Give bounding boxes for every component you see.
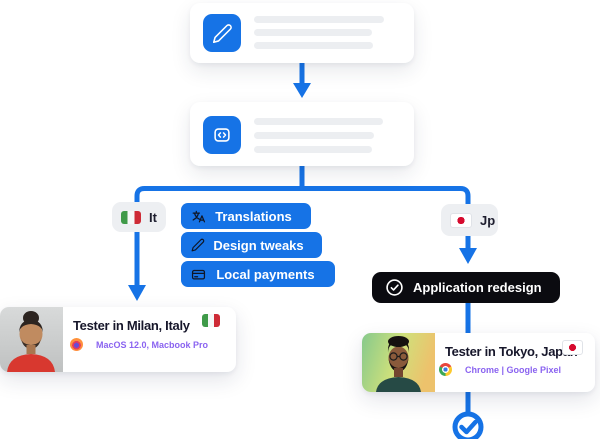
task-pill-label: Local payments: [216, 266, 315, 282]
country-badge-label: It: [149, 209, 157, 225]
tester-avatar-milan: [0, 307, 63, 372]
tester-card-body: Tester in Tokyo, Japan Chrome | Google P…: [435, 333, 595, 392]
placeholder-line: [254, 146, 372, 153]
success-check-mark: [459, 419, 478, 435]
tester-device-row: Chrome | Google Pixel: [439, 363, 561, 376]
arrowheads: [128, 83, 477, 301]
task-pill-design-tweaks: Design tweaks: [181, 232, 322, 258]
chrome-icon: [439, 363, 452, 376]
tester-device-label: MacOS 12.0, Macbook Pro: [96, 339, 209, 350]
task-pill-local-payments: Local payments: [181, 261, 335, 287]
tester-card-title: Tester in Tokyo, Japan: [445, 344, 578, 359]
tester-device-row: MacOS 12.0, Macbook Pro: [70, 338, 208, 351]
translate-icon: [192, 210, 206, 222]
firefox-icon: [70, 338, 83, 351]
tester-card-milan: Tester in Milan, Italy MacOS 12.0, Macbo…: [0, 307, 236, 372]
japan-flag-icon: [450, 212, 472, 228]
task-pill-label: Application redesign: [413, 280, 542, 295]
placeholder-line: [254, 42, 373, 49]
credit-card-icon: [191, 269, 206, 279]
task-pill-application-redesign: Application redesign: [372, 272, 560, 303]
success-check-icon: [452, 411, 484, 439]
tester-avatar-tokyo: [362, 333, 435, 392]
placeholder-line: [254, 118, 383, 125]
japan-flag-icon: [562, 340, 583, 355]
placeholder-line: [254, 29, 372, 36]
task-pill-translations: Translations: [181, 203, 311, 229]
pen-icon: [191, 238, 205, 252]
country-badge-label: Jp: [480, 212, 496, 228]
placeholder-line: [254, 132, 374, 139]
italy-flag-icon: [202, 314, 220, 327]
step-card-code: [190, 102, 414, 166]
placeholder-line: [254, 16, 384, 23]
task-pill-label: Design tweaks: [213, 237, 304, 253]
pen-icon: [203, 14, 241, 52]
tester-card-tokyo: Tester in Tokyo, Japan Chrome | Google P…: [362, 333, 595, 392]
check-circle-icon: [386, 279, 403, 296]
step-card-design: [190, 3, 414, 63]
tester-device-label: Chrome | Google Pixel: [465, 364, 562, 375]
country-badge-japan: Jp: [441, 204, 498, 236]
tester-card-title: Tester in Milan, Italy: [73, 318, 190, 333]
italy-flag-icon: [121, 210, 141, 224]
code-icon: [203, 116, 241, 154]
country-badge-italy: It: [112, 202, 166, 232]
task-pill-label: Translations: [215, 208, 292, 224]
tester-card-body: Tester in Milan, Italy MacOS 12.0, Macbo…: [63, 307, 236, 372]
branch-connector: [134, 186, 471, 287]
